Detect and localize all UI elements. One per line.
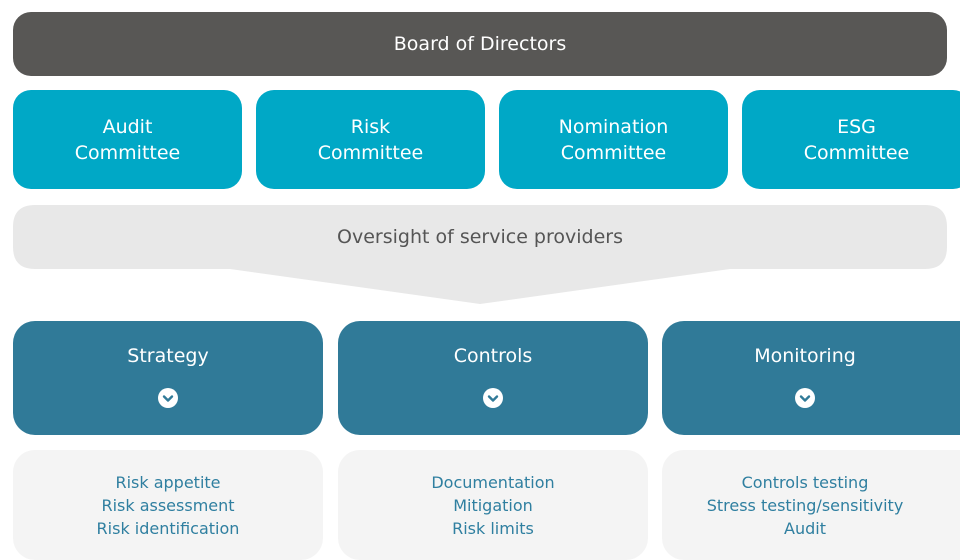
board-label: Board of Directors [393,33,567,55]
committee-line1: ESG [837,115,876,138]
board-of-directors-box: Board of Directors [13,12,947,76]
list-item: Audit [784,519,826,538]
monitoring-box: Monitoring [662,321,960,435]
oversight-banner: Oversight of service providers [13,205,947,269]
nomination-committee-box: Nomination Committee [499,90,728,189]
oversight-banner-bg [13,205,947,304]
strategy-details: Risk appetite Risk assessment Risk ident… [13,450,323,560]
oversight-label: Oversight of service providers [337,226,623,248]
chevron-down-icon [158,388,178,408]
esg-committee-box: ESG Committee [742,90,960,189]
list-item: Stress testing/sensitivity [706,496,904,515]
list-item: Risk identification [96,519,240,538]
strategy-box: Strategy [13,321,323,435]
pillar-title: Monitoring [754,345,856,367]
committee-line1: Risk [350,115,391,138]
list-item: Documentation [431,473,555,492]
pillar-title: Strategy [127,345,209,367]
committee-line2: Committee [560,141,667,164]
oversight-arrow-shape [13,205,947,304]
list-item: Risk limits [452,519,534,538]
committee-line2: Committee [317,141,424,164]
chevron-down-icon [795,388,815,408]
list-item: Mitigation [453,496,533,515]
committee-line2: Committee [803,141,910,164]
risk-committee-box: Risk Committee [256,90,485,189]
audit-committee-box: Audit Committee [13,90,242,189]
committee-line1: Nomination [558,115,669,138]
list-item: Risk assessment [101,496,235,515]
controls-box: Controls [338,321,648,435]
monitoring-details: Controls testing Stress testing/sensitiv… [662,450,960,560]
committee-line2: Committee [74,141,181,164]
chevron-down-icon [483,388,503,408]
committee-line1: Audit [102,115,153,138]
list-item: Controls testing [741,473,869,492]
list-item: Risk appetite [115,473,221,492]
controls-details: Documentation Mitigation Risk limits [338,450,648,560]
pillar-title: Controls [453,345,533,367]
